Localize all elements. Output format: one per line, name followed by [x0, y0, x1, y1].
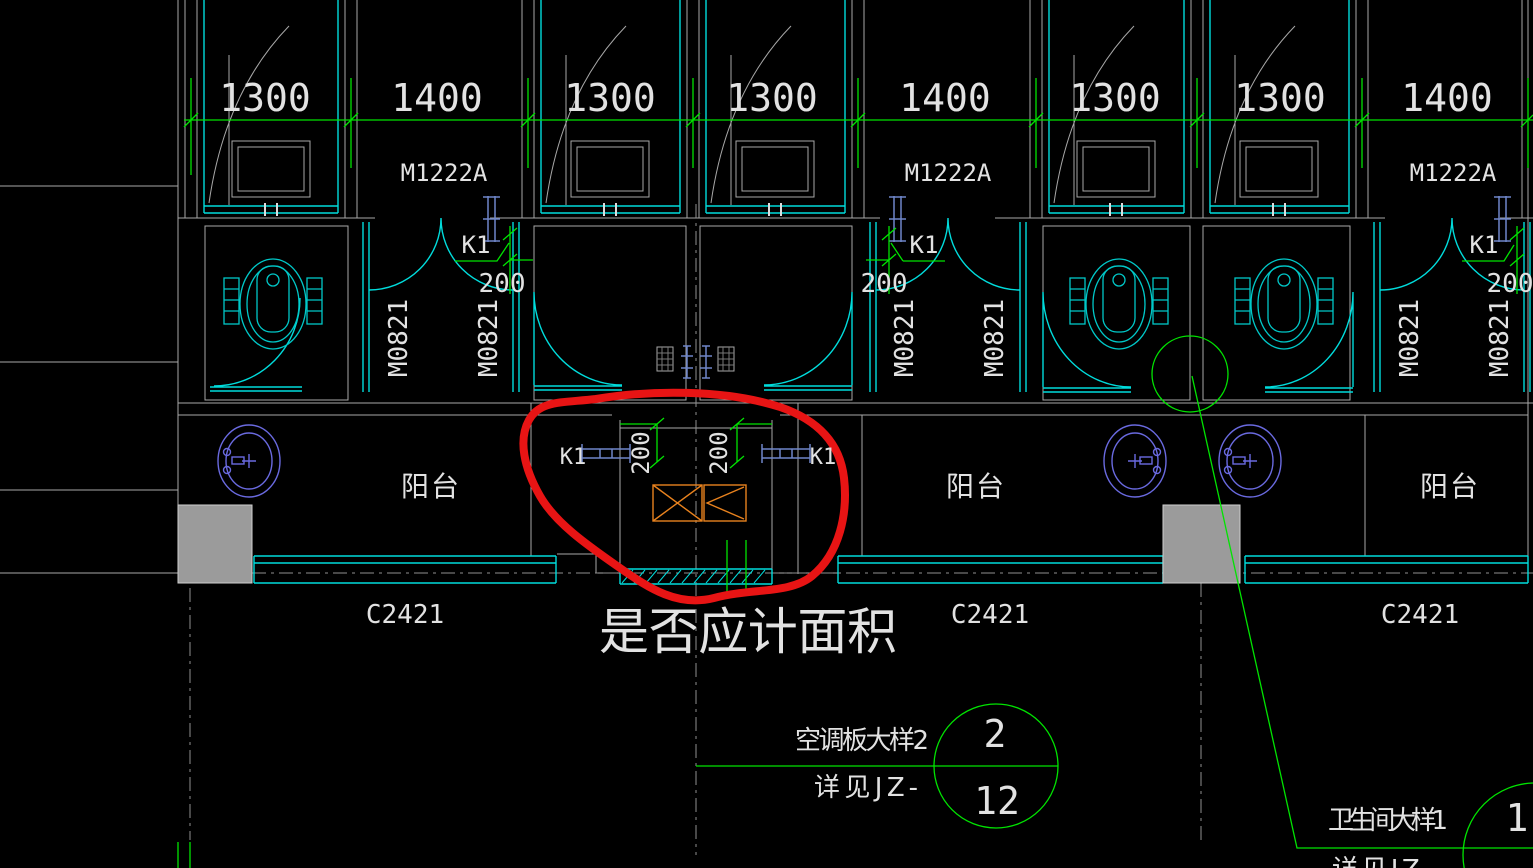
- sink-icon: [217, 424, 281, 498]
- callout-ac-number: 2: [984, 712, 1007, 756]
- window-mullions: [264, 203, 1286, 216]
- cyan-walls-layer: [203, 0, 1531, 585]
- door-label-m0821: M0821: [474, 299, 504, 377]
- window-label-k1: K1: [1470, 231, 1499, 259]
- door-label-m0821: M0821: [1485, 299, 1515, 377]
- dim-label-200: 200: [627, 431, 655, 474]
- callout-ac-line1: 空调板大样2: [795, 726, 929, 756]
- window-label-c2421: C2421: [951, 600, 1029, 630]
- dim-label-200: 200: [705, 431, 733, 474]
- structural-column: [1162, 504, 1241, 584]
- door-label-m0821: M0821: [890, 299, 920, 377]
- window-label-k1: K1: [810, 445, 837, 470]
- window-label-c2421: C2421: [1381, 600, 1459, 630]
- window-jamb-icon: [483, 196, 1511, 463]
- door-label-m1222a: M1222A: [401, 159, 488, 187]
- window-label-k1: K1: [560, 445, 587, 470]
- red-annotation-circle: [519, 388, 849, 605]
- ac-plate-icon: [652, 484, 747, 522]
- dim-label: 1300: [1069, 76, 1161, 120]
- centerlines-layer: [189, 204, 1533, 855]
- walls-gray-layer: [0, 0, 1533, 583]
- door-label-m0821: M0821: [1395, 299, 1425, 377]
- window-label-c2421: C2421: [366, 600, 444, 630]
- text-layer: 1300 1400 1300 1300 1400 1300 1300 1400 …: [219, 76, 1533, 868]
- dim-label-200: 200: [861, 269, 908, 299]
- door-label-m0821: M0821: [980, 299, 1010, 377]
- door-label-m0821: M0821: [384, 299, 414, 377]
- squat-toilet-icon: [1234, 258, 1334, 350]
- room-label-balcony: 阳台: [946, 470, 1004, 503]
- dim-label: 1400: [1401, 76, 1493, 120]
- squat-toilet-icon: [223, 258, 323, 350]
- sink-icon: [1218, 424, 1282, 498]
- sink-icon: [1103, 424, 1167, 498]
- dim-label: 1300: [1234, 76, 1326, 120]
- dimension-green-layer: [177, 78, 1533, 868]
- window-label-k1: K1: [462, 231, 491, 259]
- dim-label: 1300: [726, 76, 818, 120]
- squat-toilet-icon: [1069, 258, 1169, 350]
- dim-label-200: 200: [1487, 269, 1533, 299]
- callout-ac-sheet: 12: [974, 779, 1020, 823]
- callout-wc-line1: 卫生间大样1: [1328, 806, 1448, 836]
- structural-column: [177, 504, 253, 584]
- callout-ac-line2: 详见JZ-: [814, 773, 918, 803]
- dim-label: 1300: [564, 76, 656, 120]
- red-question-text: 是否应计面积: [599, 603, 897, 661]
- door-label-m1222a: M1222A: [905, 159, 992, 187]
- room-label-balcony: 阳台: [401, 470, 459, 503]
- dim-label-200: 200: [479, 269, 526, 299]
- dim-label: 1400: [391, 76, 483, 120]
- callout-wc-number: 1: [1506, 796, 1529, 840]
- callout-wc-line2: 详见JZ-: [1332, 855, 1432, 868]
- window-label-k1: K1: [910, 231, 939, 259]
- room-label-balcony: 阳台: [1420, 470, 1478, 503]
- door-label-m1222a: M1222A: [1410, 159, 1497, 187]
- dim-label: 1400: [899, 76, 991, 120]
- dim-label: 1300: [219, 76, 311, 120]
